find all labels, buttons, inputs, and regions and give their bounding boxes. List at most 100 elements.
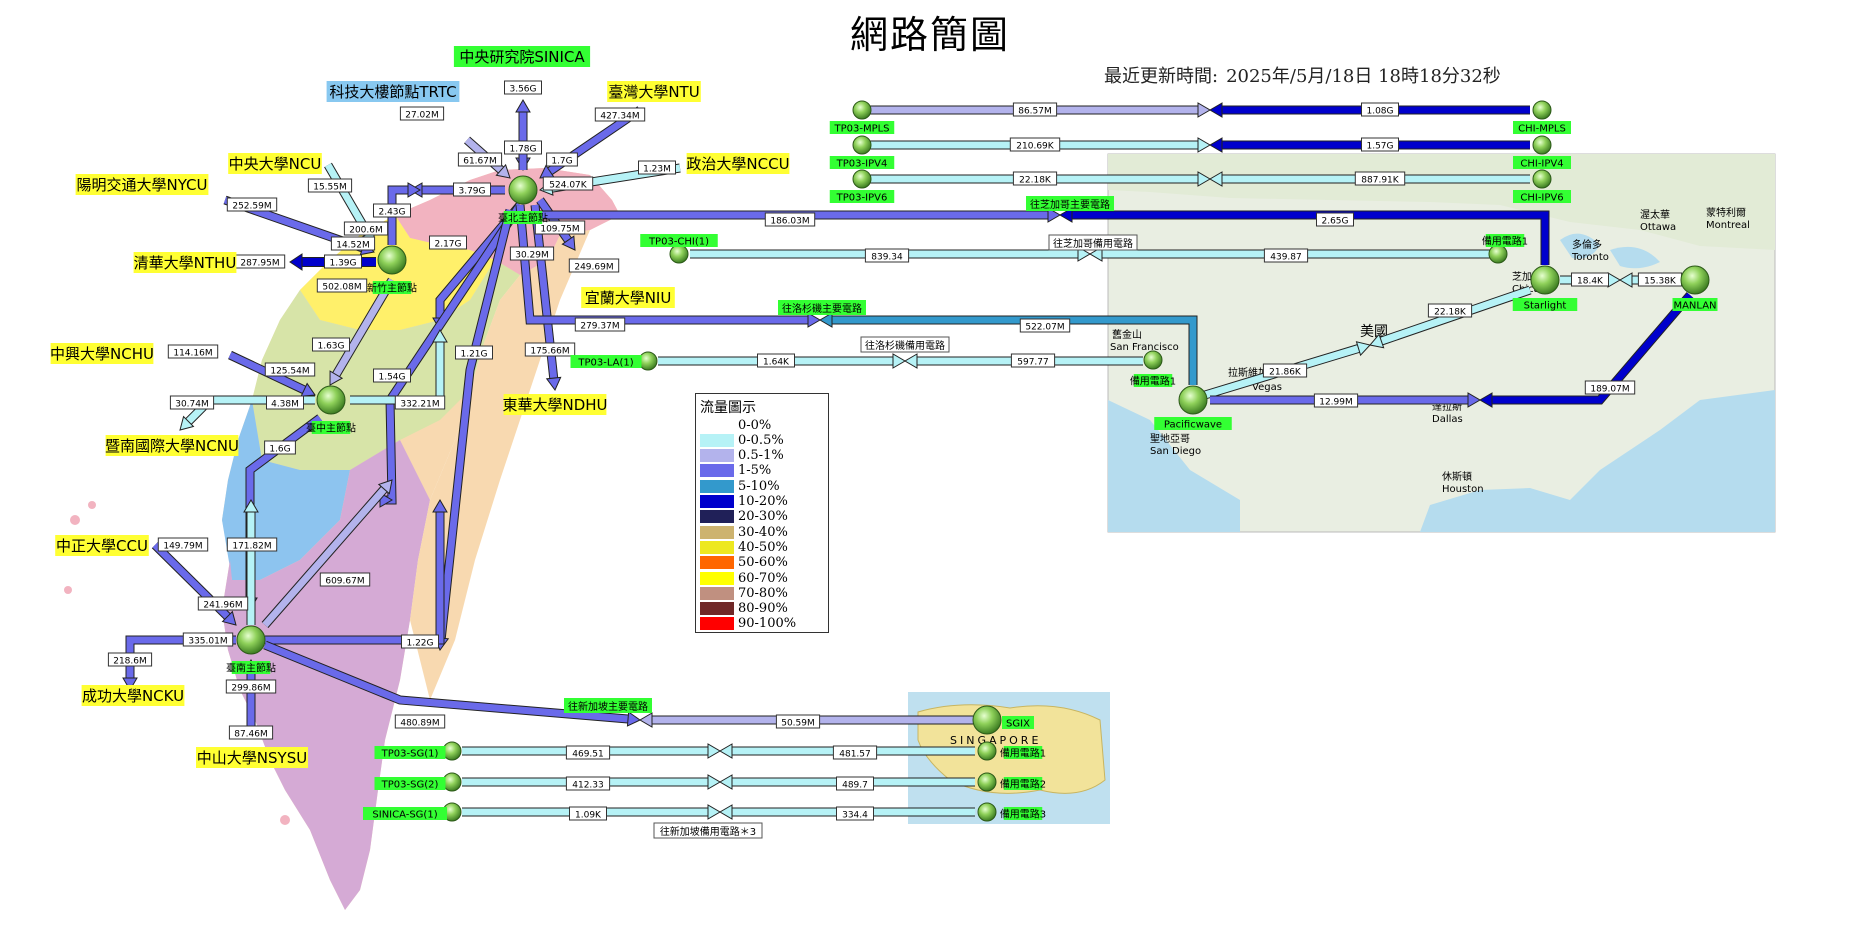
traffic-text: 489.7 bbox=[842, 781, 868, 791]
node-backup-chi[interactable]: 備用電路1 bbox=[1482, 234, 1528, 264]
node-label: 備用電路1 bbox=[1130, 375, 1176, 388]
traffic-value-sg_out: 480.89M bbox=[394, 714, 446, 729]
legend-title: 流量圖示 bbox=[700, 400, 756, 416]
traffic-value-nycu_in: 252.59M bbox=[226, 197, 278, 212]
legend-label: 1-5% bbox=[738, 463, 772, 479]
node-sg-backup2[interactable]: 備用電路2 bbox=[977, 772, 1046, 792]
legend-label: 80-90% bbox=[738, 601, 788, 617]
traffic-text: 469.51 bbox=[572, 750, 604, 760]
traffic-value-taipei_taichung: 1.54G bbox=[373, 368, 411, 383]
node-tp03-sg1[interactable]: TP03-SG(1) bbox=[374, 741, 462, 761]
site-ncku[interactable]: 成功大學NCKU bbox=[81, 685, 185, 706]
site-ntu[interactable]: 臺灣大學NTU bbox=[607, 81, 701, 102]
legend-swatch bbox=[700, 433, 734, 447]
node-sg-backup3[interactable]: 備用電路3 bbox=[977, 802, 1046, 822]
node-label: TP03-SG(2) bbox=[381, 780, 439, 791]
traffic-value-la_taipei: 522.07M bbox=[1019, 318, 1071, 333]
traffic-text: 1.7G bbox=[551, 157, 572, 167]
traffic-value-la_backup_in: 597.77 bbox=[1010, 353, 1056, 368]
traffic-text: 502.08M bbox=[322, 283, 361, 293]
node-sg-backup1[interactable]: 備用電路1 bbox=[977, 741, 1046, 761]
node-label: SGIX bbox=[1006, 719, 1030, 730]
node-tp03-la1[interactable]: TP03-LA(1) bbox=[570, 351, 658, 371]
circuit-label: 往芝加哥備用電路 bbox=[1053, 237, 1133, 250]
site-label: 中央研究院SINICA bbox=[459, 48, 585, 66]
traffic-text: 427.34M bbox=[600, 112, 639, 122]
node-pacificwave[interactable]: Pacificwave bbox=[1154, 385, 1232, 431]
node-tp03-chi1[interactable]: TP03-CHI(1) bbox=[640, 234, 718, 264]
legend-item: 50-60% bbox=[700, 555, 788, 570]
node-starlight[interactable]: Starlight bbox=[1512, 265, 1578, 312]
traffic-value-niu_in: 109.75M bbox=[534, 220, 586, 235]
traffic-text: 887.91K bbox=[1361, 176, 1399, 186]
site-trtc[interactable]: 科技大樓節點TRTC bbox=[326, 81, 460, 102]
map-label-montreal: Montreal bbox=[1706, 220, 1750, 231]
node-label: MANLAN bbox=[1673, 301, 1716, 312]
circuit-label: 往新加坡主要電路 bbox=[568, 700, 648, 713]
traffic-text: 175.66M bbox=[530, 347, 569, 357]
traffic-text: 1.08G bbox=[1366, 107, 1393, 117]
node-label: TP03-LA(1) bbox=[577, 358, 633, 369]
node-tainan[interactable]: 臺南主節點 bbox=[226, 625, 276, 675]
traffic-text: 335.01M bbox=[188, 637, 227, 647]
node-hsinchu[interactable]: 新竹主節點 bbox=[367, 245, 417, 295]
legend-swatch bbox=[700, 602, 734, 616]
traffic-text: 1.09K bbox=[575, 811, 602, 821]
legend-item: 80-90% bbox=[700, 601, 788, 617]
site-label: 臺灣大學NTU bbox=[608, 83, 699, 101]
site-ncu[interactable]: 中央大學NCU bbox=[228, 153, 322, 174]
traffic-value-taipei_hsinchu_b: 2.43G bbox=[373, 203, 411, 218]
node-tp03-ipv6[interactable]: TP03-IPV6 bbox=[829, 169, 895, 204]
traffic-text: 439.87 bbox=[1270, 253, 1302, 263]
traffic-text: 1.63G bbox=[317, 342, 344, 352]
traffic-text: 839.34 bbox=[871, 253, 903, 263]
node-chi-ipv4[interactable]: CHI-IPV4 bbox=[1513, 135, 1571, 170]
node-taichung[interactable]: 臺中主節點 bbox=[306, 385, 356, 435]
site-label: 中興大學NCHU bbox=[50, 345, 154, 363]
site-ccu[interactable]: 中正大學CCU bbox=[55, 535, 149, 556]
traffic-value-nsysu_in: 299.86M bbox=[225, 679, 277, 694]
node-chi-mpls[interactable]: CHI-MPLS bbox=[1513, 100, 1571, 135]
traffic-value-ntu_out: 1.7G bbox=[546, 152, 578, 167]
site-nycu[interactable]: 陽明交通大學NYCU bbox=[75, 174, 209, 195]
site-ncnu[interactable]: 暨南國際大學NCNU bbox=[105, 435, 239, 456]
traffic-text: 114.16M bbox=[173, 349, 212, 359]
node-tp03-sg2[interactable]: TP03-SG(2) bbox=[374, 772, 462, 792]
node-taipei[interactable]: 臺北主節點 bbox=[498, 175, 548, 225]
traffic-value-sg_in: 50.59M bbox=[775, 714, 821, 729]
site-nthu[interactable]: 清華大學NTHU bbox=[133, 252, 237, 273]
node-tp03-mpls[interactable]: TP03-MPLS bbox=[829, 100, 895, 135]
node-label: 備用電路3 bbox=[1000, 808, 1046, 821]
node-tp03-ipv4[interactable]: TP03-IPV4 bbox=[829, 135, 895, 170]
node-chi-ipv6[interactable]: CHI-IPV6 bbox=[1513, 169, 1571, 204]
traffic-text: 50.59M bbox=[781, 719, 815, 729]
traffic-text: 522.07M bbox=[1025, 323, 1064, 333]
map-label-montreal-cn: 蒙特利爾 bbox=[1706, 206, 1746, 219]
traffic-text: 2.17G bbox=[434, 240, 461, 250]
traffic-text: 279.37M bbox=[580, 322, 619, 332]
site-label: 中央大學NCU bbox=[229, 155, 322, 173]
site-ndhu[interactable]: 東華大學NDHU bbox=[502, 394, 608, 415]
traffic-value-pw_manlan_b: 189.07M bbox=[1584, 380, 1636, 395]
site-nchu[interactable]: 中興大學NCHU bbox=[50, 343, 154, 364]
traffic-value-mpls_in: 1.08G bbox=[1361, 102, 1399, 117]
link-tainan-taipei bbox=[261, 479, 393, 628]
site-nsysu[interactable]: 中山大學NSYSU bbox=[196, 747, 308, 768]
traffic-text: 171.82M bbox=[232, 542, 271, 552]
site-sinica[interactable]: 中央研究院SINICA bbox=[453, 46, 591, 67]
traffic-text: 218.6M bbox=[113, 657, 147, 667]
traffic-text: 200.6M bbox=[349, 226, 383, 236]
site-nccu[interactable]: 政治大學NCCU bbox=[686, 153, 790, 174]
node-sinica-sg1[interactable]: SINICA-SG(1) bbox=[363, 802, 462, 822]
traffic-text: 1.57G bbox=[1366, 142, 1393, 152]
site-niu[interactable]: 宜蘭大學NIU bbox=[581, 287, 675, 308]
traffic-text: 2.65G bbox=[1321, 217, 1348, 227]
node-sgix[interactable]: SGIX bbox=[972, 705, 1034, 735]
node-backup-la[interactable]: 備用電路1 bbox=[1130, 350, 1176, 388]
node-manlan[interactable]: MANLAN bbox=[1672, 265, 1718, 312]
link-manlan-pw bbox=[1479, 292, 1694, 408]
traffic-value-nthu_out: 1.39G bbox=[324, 254, 362, 269]
site-labels: 中央研究院SINICA 科技大樓節點TRTC 臺灣大學NTU 中央大學NCU 政治大學N… bbox=[50, 46, 790, 768]
traffic-text: 22.18K bbox=[1019, 176, 1052, 186]
legend-item: 40-50% bbox=[700, 540, 788, 555]
